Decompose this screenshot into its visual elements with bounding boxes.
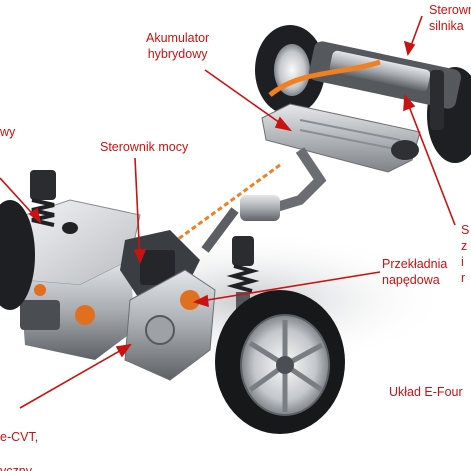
label-left-bottom-fragment: e-CVT, yczny bbox=[0, 420, 38, 471]
callout-przekladnia bbox=[194, 271, 381, 303]
label-left-bottom-line1: e-CVT, bbox=[0, 430, 39, 444]
label-sterownik-silnika: Sterowni silnika bbox=[429, 2, 471, 34]
label-akumulator-line2: hybrydowy bbox=[147, 47, 208, 61]
label-right-mid-line3: i bbox=[461, 255, 464, 269]
label-akumulator-line1: Akumulator bbox=[146, 31, 210, 45]
callout-left-bottom bbox=[19, 344, 131, 409]
callout-akumulator bbox=[204, 69, 291, 131]
hybrid-cable bbox=[169, 163, 281, 247]
label-sterownik-silnika-line1: Sterowni bbox=[429, 3, 471, 17]
transaxle bbox=[124, 269, 216, 381]
label-przekladnia-line2: napędowa bbox=[382, 273, 440, 287]
front-right-wheel bbox=[215, 290, 345, 434]
label-przekladnia-line1: Przekładnia bbox=[382, 257, 448, 271]
front-left-strut bbox=[30, 170, 56, 227]
engine-orange-part bbox=[75, 305, 95, 325]
callout-sterownik-mocy bbox=[134, 157, 141, 263]
muffler bbox=[240, 195, 280, 221]
label-right-mid-line4: r bbox=[461, 271, 466, 285]
engine-block bbox=[9, 199, 141, 360]
label-right-mid-line1: S bbox=[461, 223, 470, 237]
label-right-mid-line2: z bbox=[461, 239, 468, 253]
rear-motor bbox=[329, 50, 431, 92]
callout-right-mid bbox=[404, 95, 456, 226]
rear-left-rim bbox=[274, 44, 310, 96]
rear-right-strut bbox=[430, 70, 444, 130]
label-akumulator: Akumulator hybrydowy bbox=[146, 30, 209, 62]
hybrid-battery bbox=[261, 103, 421, 173]
label-left-bottom-line2: yczny bbox=[0, 464, 32, 471]
label-sterownik-silnika-line2: silnika bbox=[429, 19, 464, 33]
center-tunnel bbox=[169, 147, 327, 253]
callout-lines bbox=[0, 15, 456, 409]
label-uklad-e-four: Układ E-Four bbox=[389, 385, 463, 399]
label-left-top-fragment: wy bbox=[0, 125, 16, 139]
label-right-mid-fragment: S z i r bbox=[461, 222, 469, 286]
label-przekladnia: Przekładnia napędowa bbox=[382, 256, 447, 288]
label-sterownik-mocy: Sterownik mocy bbox=[100, 140, 189, 154]
front-left-tire bbox=[0, 200, 35, 310]
rear-cable bbox=[268, 59, 381, 97]
